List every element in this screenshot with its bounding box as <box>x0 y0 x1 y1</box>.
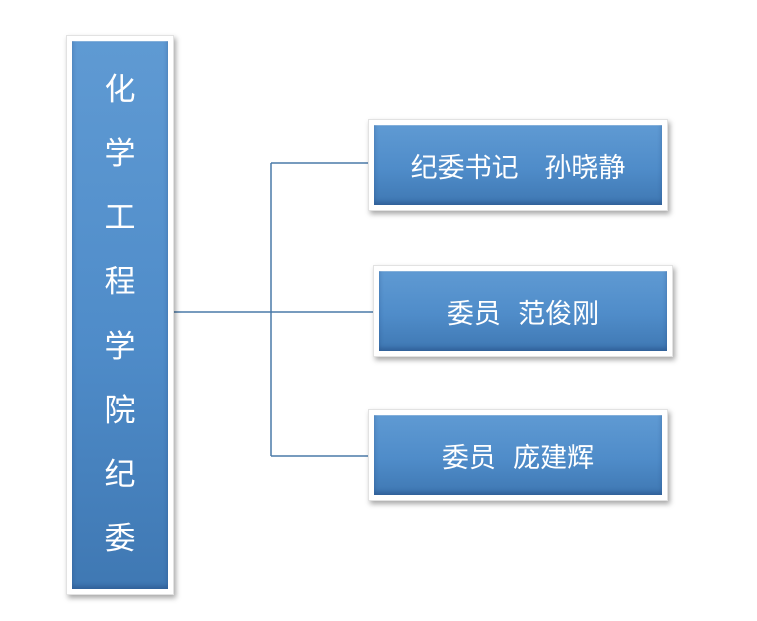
root-node-body: 化 学 工 程 学 院 纪 委 <box>72 41 168 589</box>
root-node: 化 学 工 程 学 院 纪 委 <box>66 35 174 595</box>
root-char: 院 <box>104 392 136 429</box>
member-node-secretary: 纪委书记 孙晓静 <box>368 119 668 211</box>
member-node-committee-2: 委员 庞建辉 <box>368 409 668 501</box>
root-char: 工 <box>104 200 136 237</box>
member-node-label: 委员 庞建辉 <box>374 415 662 495</box>
root-char: 化 <box>104 72 136 108</box>
member-node-label: 委员 范俊刚 <box>379 271 667 351</box>
root-char: 学 <box>104 136 136 173</box>
root-char: 学 <box>104 328 136 365</box>
root-char: 纪 <box>104 456 136 493</box>
root-char: 委 <box>104 520 136 557</box>
root-char: 程 <box>104 264 136 301</box>
member-node-label: 纪委书记 孙晓静 <box>374 125 662 205</box>
member-node-committee-1: 委员 范俊刚 <box>373 265 673 357</box>
